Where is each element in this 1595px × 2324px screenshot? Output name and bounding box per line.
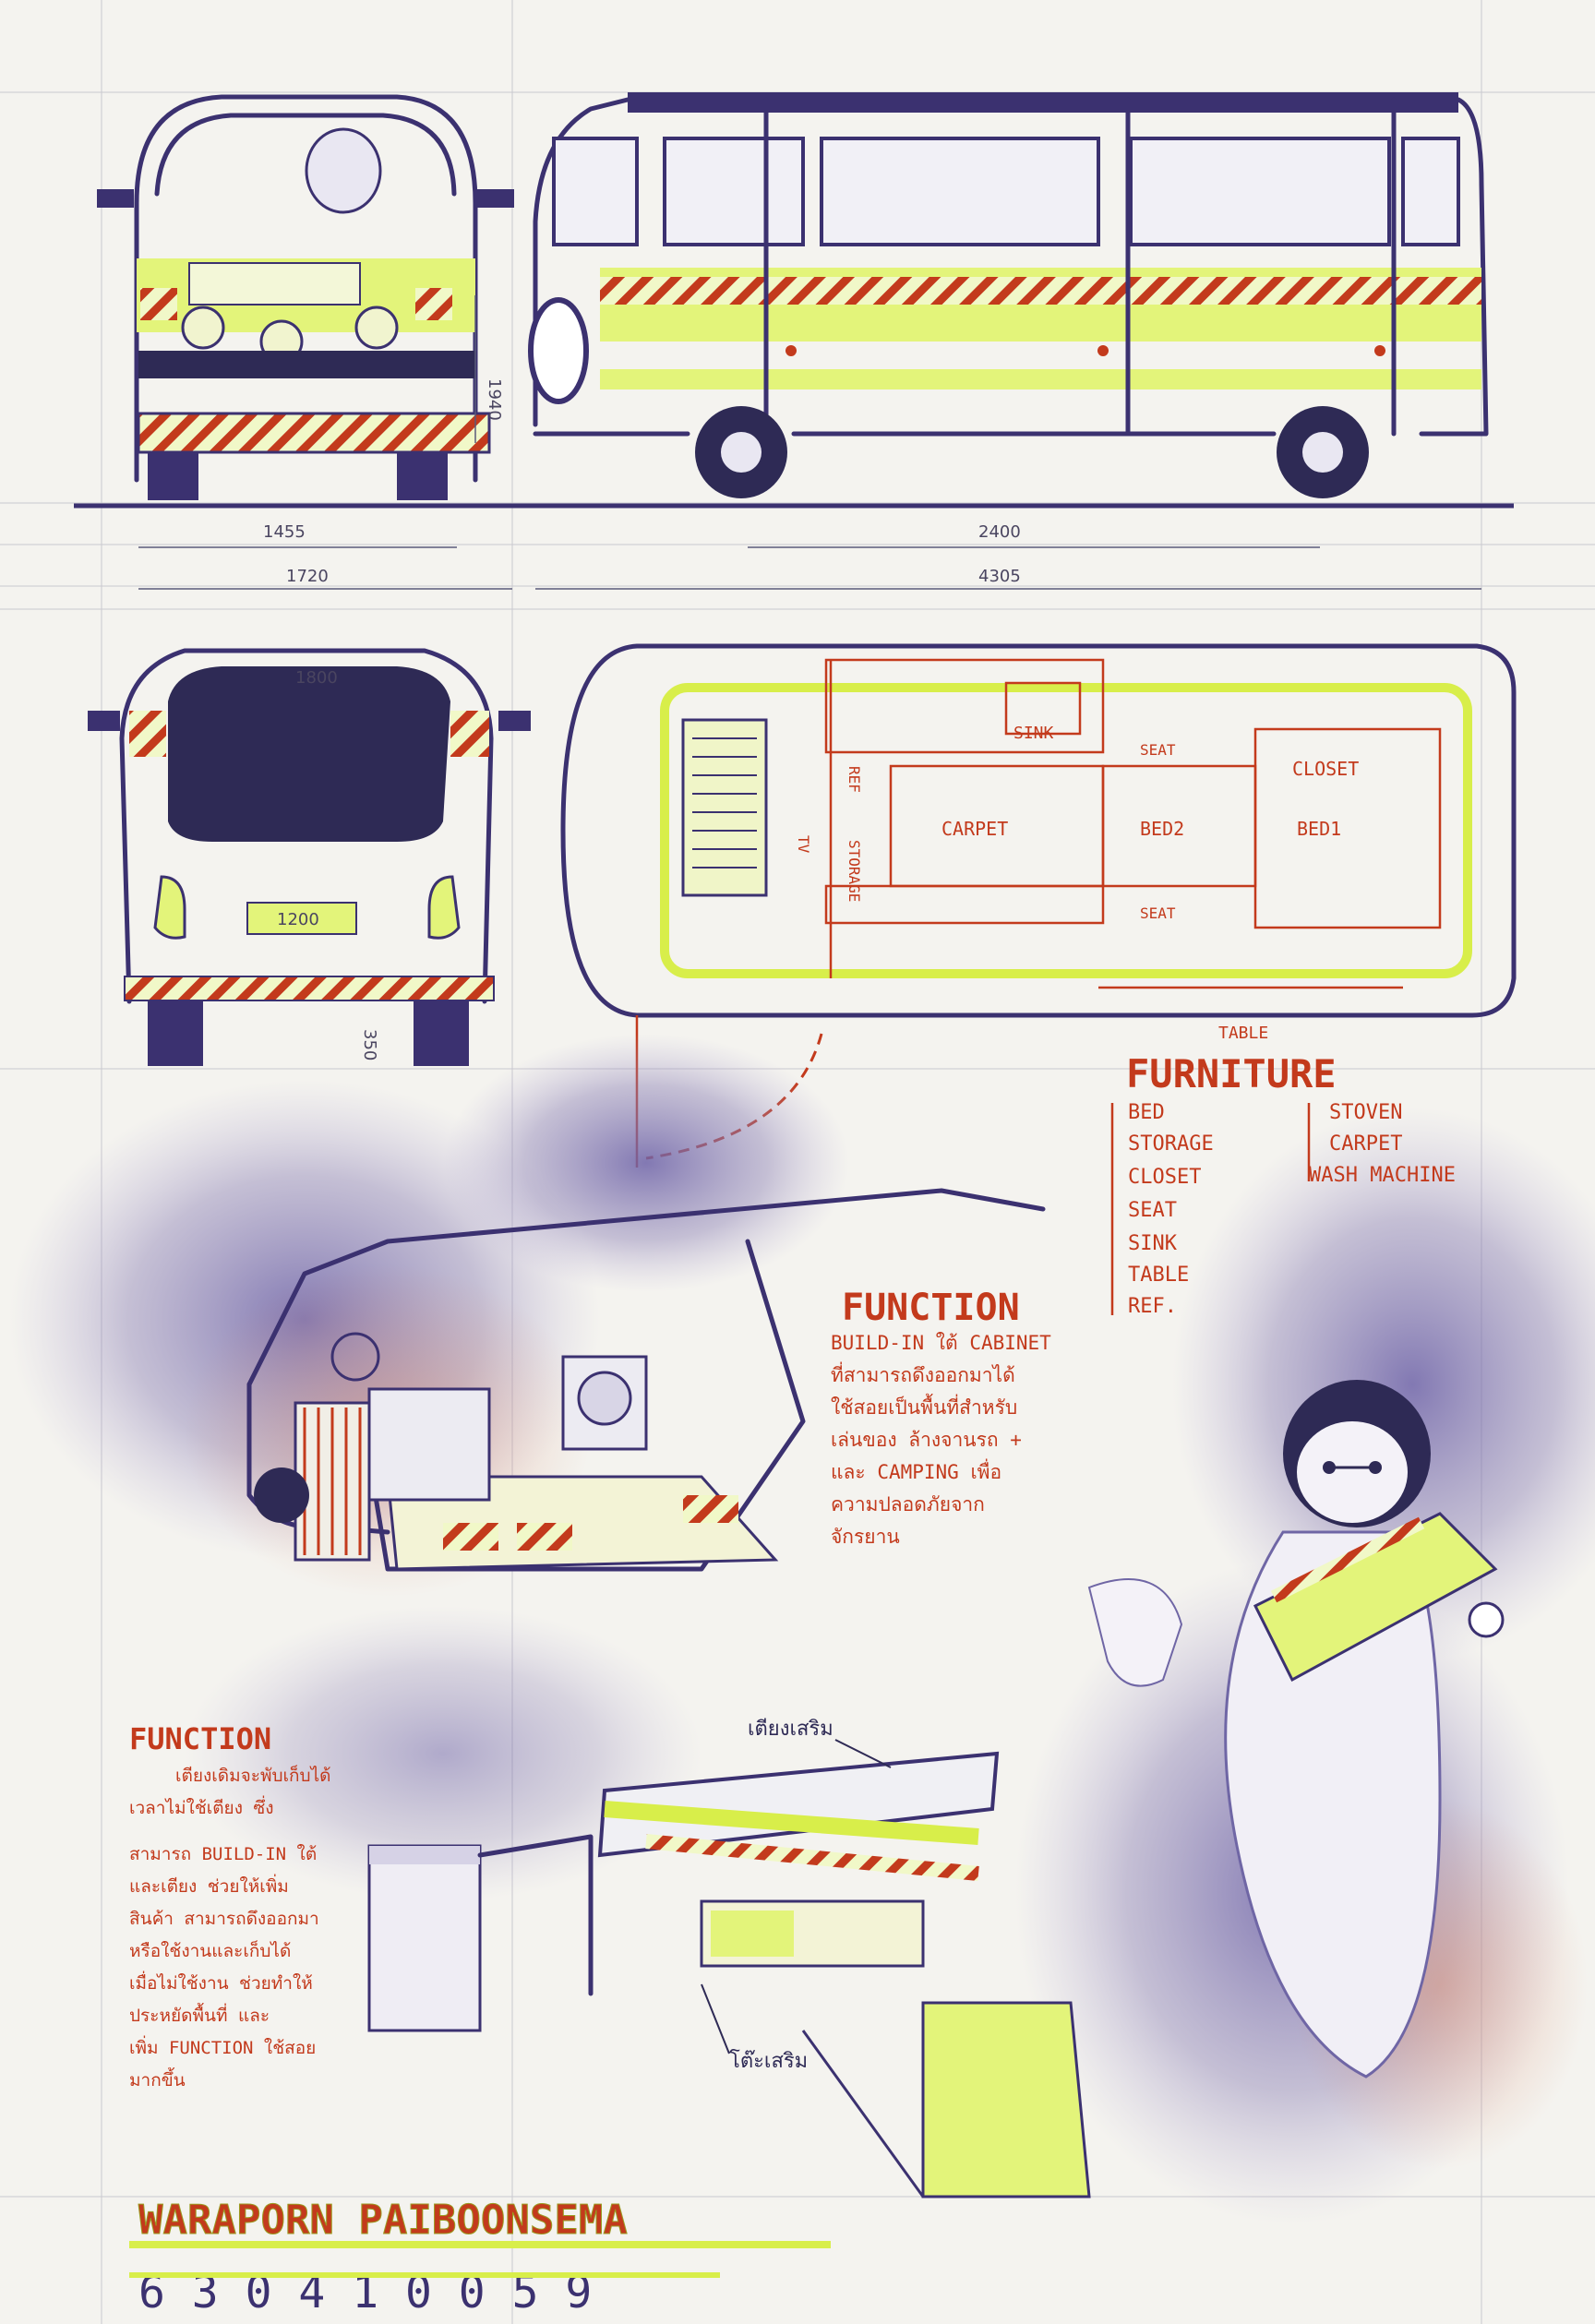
plan-carpet: CARPET bbox=[941, 818, 1008, 840]
plan-storage: STORAGE bbox=[845, 840, 863, 902]
furniture-item-table: TABLE bbox=[1128, 1264, 1189, 1287]
function-left-line: เวลาไม่ใช้เตียง ซึ่ง bbox=[129, 1795, 274, 1818]
mascot-character bbox=[1087, 1380, 1505, 2078]
function-left-line: หรือใช้งานและเก็บได้ bbox=[129, 1939, 291, 1961]
side-wheelbase: 2400 bbox=[978, 522, 1021, 542]
furniture-item-carpet: CARPET bbox=[1329, 1132, 1402, 1156]
function-left-line: สินค้า สามารถดึงออกมา bbox=[129, 1909, 319, 1929]
function-left-title: FUNCTION bbox=[129, 1721, 271, 1756]
furniture-item-storage: STORAGE bbox=[1128, 1132, 1214, 1156]
furniture-item-sink: SINK bbox=[1128, 1232, 1178, 1255]
function-note-right: FUNCTION BUILD-IN ใต้ CABINET ที่สามารถด… bbox=[831, 1287, 1051, 1548]
height-dimension: 1940 bbox=[485, 378, 504, 421]
furniture-list: FURNITURE BED STORAGE CLOSET SEAT SINK T… bbox=[1110, 1051, 1456, 1318]
front-width-outer: 1720 bbox=[286, 567, 329, 586]
side-view-drawing bbox=[528, 92, 1489, 498]
function-left-line: เพิ่ม FUNCTION ใช้สอย bbox=[129, 2035, 316, 2058]
furniture-item-stoven: STOVEN bbox=[1329, 1101, 1402, 1124]
front-view-drawing: 1940 bbox=[97, 94, 514, 500]
furniture-title: FURNITURE bbox=[1126, 1051, 1337, 1096]
function-left-line: สามารถ BUILD-IN ใต้ bbox=[129, 1844, 317, 1864]
plan-seat-top: SEAT bbox=[1140, 741, 1176, 759]
bed-table-perspective bbox=[367, 1751, 1091, 2198]
furniture-item-bed: BED bbox=[1128, 1101, 1165, 1124]
furniture-item-seat: SEAT bbox=[1128, 1199, 1177, 1222]
extra-table-callout: โต๊ะเสริม bbox=[729, 2049, 808, 2073]
plate-dimension: 1200 bbox=[277, 910, 319, 929]
function-right-line: จักรยาน bbox=[831, 1526, 900, 1548]
open-van-perspective bbox=[246, 1188, 1046, 1572]
function-right-line: และ CAMPING เพื่อ bbox=[831, 1458, 1001, 1483]
function-left-line: มากขึ้น bbox=[129, 2067, 186, 2090]
dimension-lines: 1455 1720 2400 4305 bbox=[74, 503, 1514, 590]
furniture-item-closet: CLOSET bbox=[1128, 1166, 1201, 1189]
function-right-line: ที่สามารถดึงออกมาได้ bbox=[831, 1361, 1015, 1386]
furniture-item-wash-machine: WASH MACHINE bbox=[1309, 1164, 1456, 1187]
side-length: 4305 bbox=[978, 567, 1021, 586]
rear-width-top: 1800 bbox=[295, 668, 338, 688]
plan-bed2: BED2 bbox=[1140, 818, 1184, 840]
function-left-line: และเตียง ช่วยให้เพิ่ม bbox=[129, 1874, 289, 1897]
front-width-inner: 1455 bbox=[263, 522, 306, 542]
extra-bed-callout: เตียงเสริม bbox=[748, 1718, 833, 1741]
plan-bed1: BED1 bbox=[1297, 818, 1341, 840]
function-left-line: ประหยัดพื้นที่ และ bbox=[129, 2003, 270, 2026]
function-left-line: เมื่อไม่ใช้งาน ช่วยทำให้ bbox=[129, 1971, 313, 1994]
function-right-line: เล่นของ ล้างจานรถ + bbox=[831, 1429, 1022, 1451]
plan-table: TABLE bbox=[1218, 1024, 1268, 1043]
plan-closet: CLOSET bbox=[1292, 758, 1359, 780]
rear-view-drawing: 1800 1200 350 bbox=[88, 648, 531, 1066]
author-block: WARAPORN PAIBOONSEMA 6 3 0 4 1 0 0 5 9 bbox=[129, 2197, 831, 2318]
plan-seat-bottom: SEAT bbox=[1140, 904, 1176, 922]
furniture-item-ref: REF. bbox=[1128, 1295, 1177, 1318]
function-right-line: BUILD-IN ใต้ CABINET bbox=[831, 1332, 1051, 1354]
plan-ref: REF bbox=[845, 766, 863, 793]
sketch-callouts: เตียงเสริม โต๊ะเสริม bbox=[701, 1718, 892, 2073]
function-right-line: ใช้สอยเป็นพื้นที่สำหรับ bbox=[831, 1394, 1017, 1419]
plan-tv: TV bbox=[795, 835, 812, 854]
function-right-title: FUNCTION bbox=[842, 1287, 1020, 1329]
rear-height: 350 bbox=[360, 1029, 379, 1060]
function-note-left: FUNCTION เตียงเดิมจะพับเก็บได้ เวลาไม่ใช… bbox=[129, 1721, 330, 2090]
function-right-line: ความปลอดภัยจาก bbox=[831, 1493, 985, 1515]
function-left-line: เตียงเดิมจะพับเก็บได้ bbox=[175, 1764, 330, 1786]
plan-sink: SINK bbox=[1013, 724, 1054, 743]
author-name: WARAPORN PAIBOONSEMA bbox=[138, 2197, 628, 2244]
